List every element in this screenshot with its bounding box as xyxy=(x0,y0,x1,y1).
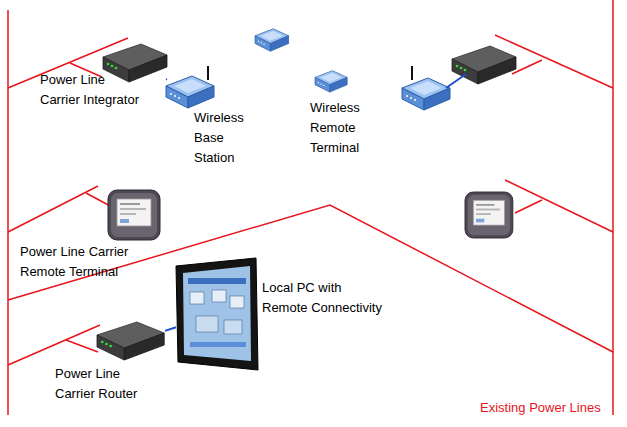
power-lines xyxy=(8,0,613,415)
caption-label: Existing Power Lines xyxy=(480,400,601,415)
screen-box xyxy=(230,296,244,308)
device-node: Power Line Carrier Remote Terminal xyxy=(108,190,160,240)
device-node: Power Line Carrier Router xyxy=(97,322,165,362)
device-label: Power Line Carrier Integrator xyxy=(40,70,144,110)
pc-screen xyxy=(183,266,251,361)
device-node: Wireless Remote Terminal xyxy=(315,70,347,94)
wireless-remote-device xyxy=(255,29,289,51)
power-pole xyxy=(7,10,9,415)
remote-terminal-device xyxy=(465,192,513,238)
base-station-device xyxy=(402,78,450,110)
device-label: Power Line Carrier Remote Terminal xyxy=(20,242,138,282)
screen-box xyxy=(196,316,218,332)
router-device xyxy=(97,322,164,360)
network-cable xyxy=(446,74,466,88)
screen-bar xyxy=(190,342,246,347)
network-cable xyxy=(165,327,176,331)
screen-bar xyxy=(188,278,246,284)
antenna xyxy=(411,66,413,80)
antenna xyxy=(207,66,209,80)
device-label: Wireless Remote Terminal xyxy=(310,98,368,158)
power-line xyxy=(8,205,613,352)
power-line xyxy=(8,186,98,232)
screen-box xyxy=(224,320,242,334)
network-cable xyxy=(166,78,167,81)
pc-panel-device xyxy=(176,258,258,370)
integrator-device xyxy=(103,44,167,82)
base-station-device xyxy=(166,76,214,108)
power-line xyxy=(8,325,100,365)
device-node: Power Line Carrier Integrator xyxy=(103,44,167,84)
device-node: Local PC with Remote Connectivity xyxy=(176,258,258,370)
device-node: Wireless Base Station xyxy=(166,72,214,110)
power-pole xyxy=(612,0,614,415)
pc-frame xyxy=(176,258,258,370)
remote-terminal-device xyxy=(108,190,160,240)
power-line xyxy=(505,180,613,232)
wireless-remote-device xyxy=(315,71,347,92)
device-label: Power Line Carrier Router xyxy=(55,364,155,404)
device-label: Wireless Base Station xyxy=(194,108,252,168)
device-label: Local PC with Remote Connectivity xyxy=(262,278,387,318)
power-line-branch xyxy=(512,60,542,74)
power-line-branch xyxy=(515,200,542,213)
screen-box xyxy=(212,290,226,302)
screen-box xyxy=(190,292,204,304)
power-line-branch xyxy=(66,340,98,352)
